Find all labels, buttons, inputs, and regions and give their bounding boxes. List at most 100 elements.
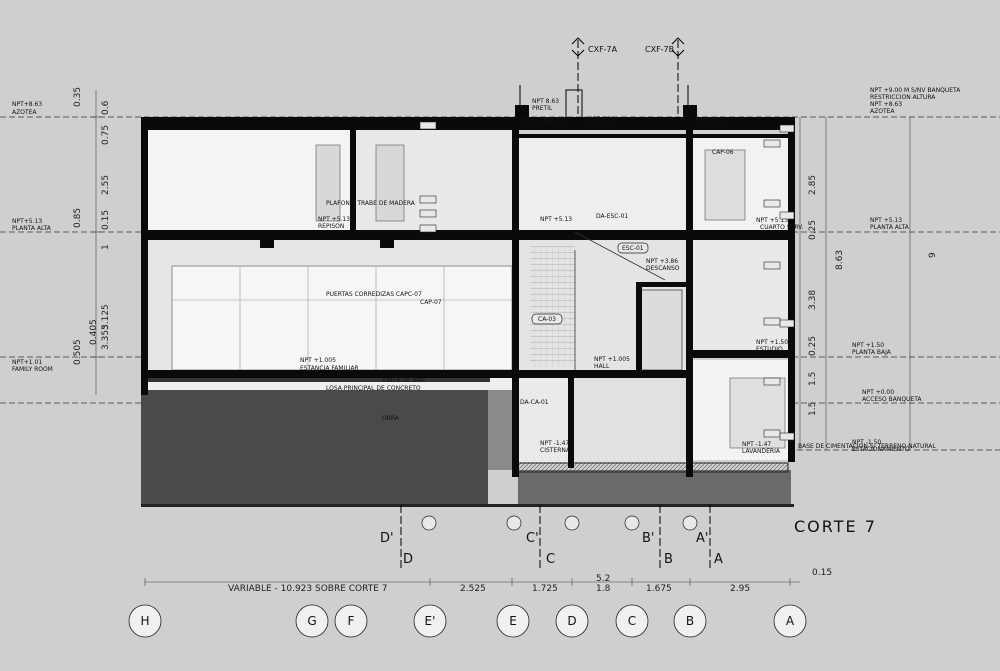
level-npt-left: NPT+5.13 bbox=[12, 218, 42, 225]
svg-text:A: A bbox=[786, 614, 795, 628]
svg-text:9: 9 bbox=[928, 252, 938, 258]
svg-text:PRETIL: PRETIL bbox=[588, 123, 609, 130]
stair-flight bbox=[574, 231, 666, 370]
interiors bbox=[148, 130, 792, 462]
svg-text:0.85: 0.85 bbox=[73, 208, 83, 228]
svg-text:NPT +5.13: NPT +5.13 bbox=[756, 217, 788, 224]
svg-text:0.35: 0.35 bbox=[73, 87, 83, 107]
svg-text:1.5: 1.5 bbox=[808, 372, 818, 386]
level-name-left: PLANTA ALTA bbox=[12, 225, 52, 232]
svg-text:PUERTAS CORREDIZAS CAPC-07: PUERTAS CORREDIZAS CAPC-07 bbox=[326, 291, 422, 298]
svg-text:DA-CA-01: DA-CA-01 bbox=[520, 399, 549, 406]
svg-text:B: B bbox=[686, 614, 694, 628]
svg-text:PLANTA BAJA: PLANTA BAJA bbox=[852, 349, 892, 356]
svg-text:B': B' bbox=[642, 531, 655, 546]
svg-text:C: C bbox=[546, 552, 555, 567]
svg-text:D: D bbox=[567, 614, 576, 628]
svg-text:1.8: 1.8 bbox=[596, 584, 611, 594]
notes: PLAFON Y TRABE DE MADERA PUERTAS CORREDI… bbox=[326, 200, 936, 450]
right-dimension-chain bbox=[799, 117, 911, 450]
svg-text:NPT +0.00: NPT +0.00 bbox=[862, 389, 894, 396]
room-labels: PRETIL PRETIL REPISON CUARTO SERV. DESCA… bbox=[300, 105, 803, 455]
svg-text:1.675: 1.675 bbox=[646, 584, 672, 594]
svg-text:NPT +1.50: NPT +1.50 bbox=[852, 342, 884, 349]
svg-text:CAP-07: CAP-07 bbox=[420, 299, 442, 306]
svg-text:3.38: 3.38 bbox=[808, 290, 818, 310]
svg-text:VARIABLE - 10.923 SOBRE CORTE: VARIABLE - 10.923 SOBRE CORTE 7 bbox=[228, 584, 388, 594]
svg-text:DA FR-10: DA FR-10 bbox=[520, 117, 548, 124]
right-dimension-values: 2.85 0.25 3.38 0.25 1.5 1.5 8.63 9 bbox=[808, 175, 938, 416]
svg-text:2.85: 2.85 bbox=[808, 175, 818, 195]
room-npt: NPT 8.63 NPT 8.23 NPT +5.13 NPT +5.13 NP… bbox=[300, 98, 788, 448]
svg-text:ESC-01: ESC-01 bbox=[622, 245, 644, 252]
svg-text:NPT -1.47: NPT -1.47 bbox=[742, 441, 771, 448]
svg-text:NPT 8.23: NPT 8.23 bbox=[588, 116, 615, 123]
svg-text:CISTERNA: CISTERNA bbox=[540, 447, 571, 454]
svg-text:AZOTEA: AZOTEA bbox=[870, 108, 895, 115]
svg-text:LOSA PRINCIPAL DE CONCRETO: LOSA PRINCIPAL DE CONCRETO bbox=[326, 385, 421, 392]
svg-text:REPISON: REPISON bbox=[318, 223, 344, 230]
svg-text:5.2: 5.2 bbox=[596, 574, 610, 584]
right-level-labels: NPT +9.00 M S/NV BANQUETA RESTRICCION AL… bbox=[852, 87, 961, 453]
bottom-dimension-values: VARIABLE - 10.923 SOBRE CORTE 7 2.525 1.… bbox=[228, 568, 832, 594]
svg-text:NPT +5.13: NPT +5.13 bbox=[318, 216, 350, 223]
right-top-note: RESTRICCION ALTURA bbox=[870, 94, 936, 101]
svg-text:2.55: 2.55 bbox=[101, 175, 111, 195]
svg-text:ESTANCIA FAMILIAR: ESTANCIA FAMILIAR bbox=[300, 365, 359, 372]
svg-text:0.25: 0.25 bbox=[808, 220, 818, 240]
svg-text:DA FR-10: DA FR-10 bbox=[545, 117, 573, 124]
svg-text:HALL: HALL bbox=[594, 363, 610, 370]
svg-text:0.75: 0.75 bbox=[101, 125, 111, 145]
svg-text:PLANTA ALTA: PLANTA ALTA bbox=[870, 224, 910, 231]
svg-text:PLAFON Y TRABE DE MADERA: PLAFON Y TRABE DE MADERA bbox=[326, 200, 416, 207]
svg-text:NPT +1.50: NPT +1.50 bbox=[756, 339, 788, 346]
svg-text:NPT 8.63: NPT 8.63 bbox=[532, 98, 559, 105]
level-npt-left: NPT+8.63 bbox=[12, 101, 42, 108]
svg-text:A': A' bbox=[696, 531, 708, 546]
svg-text:8.63: 8.63 bbox=[835, 250, 845, 270]
svg-text:1.5: 1.5 bbox=[808, 402, 818, 416]
svg-text:D': D' bbox=[380, 531, 394, 546]
svg-text:NPT +8.63: NPT +8.63 bbox=[870, 101, 902, 108]
svg-text:H: H bbox=[140, 614, 149, 628]
svg-text:0.6: 0.6 bbox=[101, 100, 111, 115]
structure bbox=[141, 89, 795, 477]
svg-text:F: F bbox=[348, 614, 355, 628]
svg-text:1.725: 1.725 bbox=[532, 584, 558, 594]
svg-text:0.15: 0.15 bbox=[101, 210, 111, 230]
ground-fill bbox=[141, 380, 794, 507]
svg-text:NPT -1.47: NPT -1.47 bbox=[540, 440, 569, 447]
svg-text:E': E' bbox=[425, 614, 436, 628]
level-name-left: FAMILY ROOM bbox=[12, 366, 53, 373]
grid-bubbles: H G F E' E D C B A bbox=[128, 604, 807, 638]
svg-text:BASE DE CIMENTACION S/ TERRENO: BASE DE CIMENTACION S/ TERRENO NATURAL bbox=[798, 443, 936, 450]
svg-text:CUARTO SERV.: CUARTO SERV. bbox=[760, 224, 803, 231]
svg-text:0.15: 0.15 bbox=[812, 568, 832, 578]
svg-text:2.95: 2.95 bbox=[730, 584, 750, 594]
svg-text:DESCANSO: DESCANSO bbox=[646, 265, 680, 272]
small-grid-circles bbox=[421, 515, 698, 531]
section-label-cxf7a: CXF-7A bbox=[588, 45, 618, 54]
svg-text:NPT +3.86: NPT +3.86 bbox=[646, 258, 678, 265]
svg-text:NPT +5.13: NPT +5.13 bbox=[870, 217, 902, 224]
svg-text:0.25: 0.25 bbox=[808, 336, 818, 356]
section-label-cxf7b: CXF-7B bbox=[645, 45, 674, 54]
svg-text:B: B bbox=[664, 552, 673, 567]
glass-panels bbox=[172, 266, 512, 370]
svg-text:G: G bbox=[307, 614, 316, 628]
svg-text:LINEA DE BAR: LINEA DE BAR bbox=[383, 377, 425, 384]
svg-text:1: 1 bbox=[101, 244, 111, 250]
svg-text:3.355: 3.355 bbox=[101, 324, 111, 350]
svg-text:CAP-06: CAP-06 bbox=[712, 149, 734, 156]
svg-text:0.505: 0.505 bbox=[73, 339, 83, 365]
detail-tags: ESC-01 CA-03 DA-ESC-01 DA-CA-01 DA FR-10… bbox=[420, 117, 734, 406]
svg-text:CA-03: CA-03 bbox=[538, 316, 556, 323]
svg-text:NPT +1.005: NPT +1.005 bbox=[594, 356, 630, 363]
level-npt-left: NPT+1.01 bbox=[12, 359, 42, 366]
svg-text:ESTACIONAMIENTO: ESTACIONAMIENTO bbox=[852, 446, 910, 453]
sheet-title: CORTE 7 bbox=[794, 517, 877, 536]
svg-text:DA-ESC-01: DA-ESC-01 bbox=[596, 213, 628, 220]
left-dimension-chain bbox=[90, 90, 102, 395]
svg-text:3.125: 3.125 bbox=[101, 304, 111, 330]
